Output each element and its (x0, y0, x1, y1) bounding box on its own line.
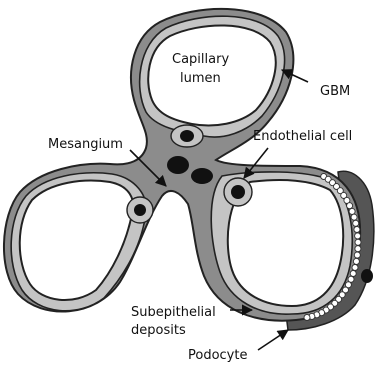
capillary-lumen-label-line1: Capillary (172, 52, 229, 67)
mesangium-label: Mesangium (48, 137, 123, 152)
subepithelial-deposit (353, 258, 359, 264)
endothelial-nucleus-left (134, 204, 146, 216)
mesangial-nucleus-1 (167, 156, 189, 174)
subepithelial-deposit (352, 265, 358, 271)
subepithelial-deposit (349, 208, 355, 214)
mesangial-nucleus-2 (191, 168, 213, 184)
endothelial-nucleus-right (231, 185, 245, 199)
subepithelial-deposit (347, 203, 353, 209)
subepithelial-deposit (355, 239, 361, 245)
subepithelial-label-line1: Subepithelial (131, 305, 216, 320)
endothelial-cell-label: Endothelial cell (253, 129, 352, 144)
subepithelial-label-line2: deposits (131, 323, 186, 338)
subepithelial-deposit (350, 271, 356, 277)
gbm-label: GBM (320, 84, 350, 99)
subepithelial-deposit (351, 214, 357, 220)
endothelial-nucleus-top (180, 130, 194, 142)
subepithelial-deposit (353, 220, 359, 226)
podocyte-arrow (258, 330, 288, 350)
subepithelial-deposit (354, 252, 360, 258)
capillary-lumen-label-line2: lumen (180, 71, 221, 86)
podocyte-label: Podocyte (188, 348, 247, 363)
subepithelial-deposit (355, 246, 361, 252)
subepithelial-deposit (355, 233, 361, 239)
podocyte-nucleus (361, 269, 373, 283)
subepithelial-deposit (304, 315, 310, 321)
subepithelial-deposit (354, 227, 360, 233)
